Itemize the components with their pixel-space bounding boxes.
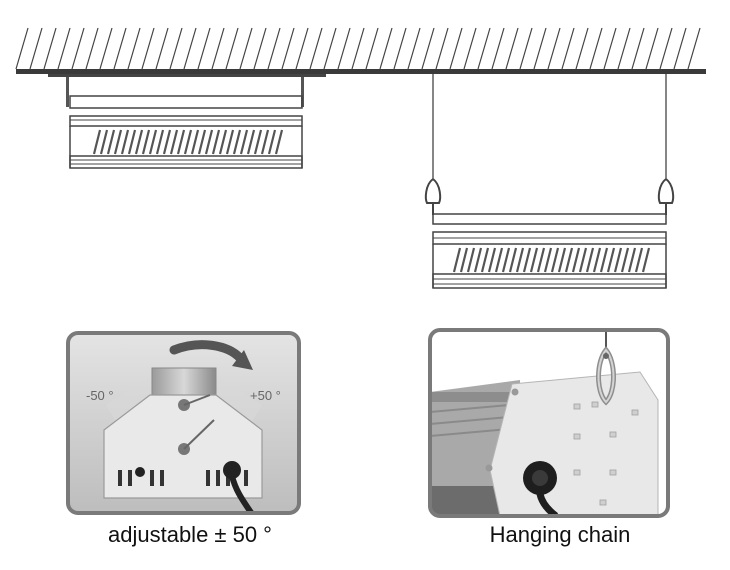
cable-gland (223, 461, 241, 479)
arrow-rotate-icon (169, 340, 253, 370)
carabiner-icon (596, 346, 616, 406)
ceiling-hatch (15, 27, 701, 70)
photo-frame (66, 331, 301, 515)
ceiling (15, 27, 706, 74)
adjustable-bracket-photo: -50 ° +50 ° (66, 331, 301, 515)
surface-mounted-fixture (48, 74, 326, 169)
adjustable-caption: adjustable ± 50 ° (108, 522, 272, 547)
photo-frame (428, 328, 670, 518)
carabiner-icon (657, 177, 675, 215)
fixture-top-rail (432, 213, 667, 225)
fixture-bottom-rail (69, 155, 303, 169)
hanging-chain-caption: Hanging chain (489, 522, 631, 547)
fixture-heatsink-top (69, 115, 303, 127)
bracket-right (301, 77, 304, 107)
carabiner-icon (424, 177, 442, 215)
suspended-fixture (424, 74, 675, 289)
bracket-left (66, 77, 69, 107)
fixture-top-rail (69, 95, 303, 109)
mounting-plate (48, 74, 326, 77)
fixture-bottom-rail (432, 273, 667, 289)
ceiling-line (16, 69, 706, 74)
angle-label-right: +50 ° (250, 388, 281, 403)
hanging-chain-photo (428, 328, 670, 518)
fixture-heatsink-fins (92, 129, 284, 155)
fixture-heatsink-fins (452, 247, 651, 273)
angle-label-left: -50 ° (86, 388, 114, 403)
